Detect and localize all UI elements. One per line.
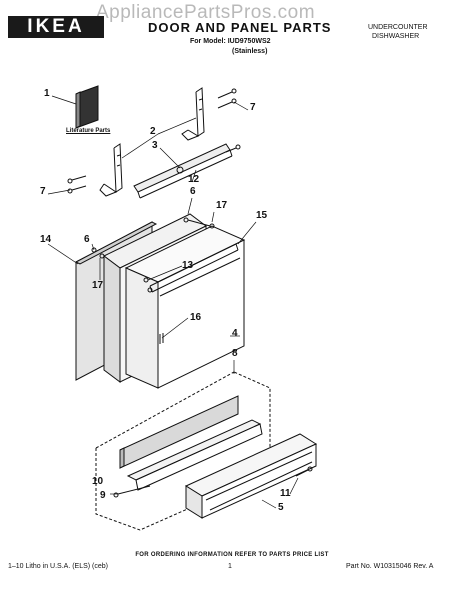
fastener-top-icon: [183, 217, 215, 229]
model-number: For Model: IUD9750WS2: [190, 38, 271, 45]
panel-clip-icon: [159, 333, 164, 344]
toe-kick-insulation-icon: [119, 395, 239, 469]
hinge-bracket-left-icon: [99, 143, 123, 197]
toe-kick-bracket-icon: [184, 433, 318, 519]
literature-book-icon: [75, 85, 99, 129]
callout-7-top: 7: [250, 102, 256, 113]
finish-label: (Stainless): [232, 48, 268, 55]
brand-logo: IKEA: [8, 16, 104, 38]
outer-door-panel-icon: [124, 225, 246, 389]
callout-1: 1: [44, 88, 50, 99]
support-bar-icon: [133, 143, 233, 199]
bracket-screw-icon: [295, 466, 313, 477]
callout-6-top: 6: [190, 186, 196, 197]
callout-12: 12: [188, 174, 200, 185]
toe-kick-clip-icon: [113, 485, 151, 498]
literature-parts-label: Literature Parts: [66, 128, 111, 134]
callout-3: 3: [152, 140, 158, 151]
callout-2: 2: [150, 126, 156, 137]
callout-11: 11: [280, 488, 291, 499]
callout-10: 10: [92, 476, 104, 487]
callout-7-left: 7: [40, 186, 46, 197]
category-line-1: UNDERCOUNTER: [368, 24, 428, 31]
callout-17-top: 17: [216, 200, 228, 211]
part-number: Part No. W10315046 Rev. A: [346, 563, 434, 570]
callout-leaders: [47, 95, 299, 509]
door-handle-icon: [149, 243, 239, 293]
category-line-2: DISHWASHER: [372, 33, 420, 40]
callout-16: 16: [190, 312, 202, 323]
page-number: 1: [228, 563, 232, 570]
callout-15: 15: [256, 210, 268, 221]
callout-8: 8: [232, 348, 238, 359]
callout-9: 9: [100, 490, 106, 501]
toe-kick-panel-icon: [126, 419, 263, 491]
watermark: AppliancePartsPros.com: [96, 2, 316, 23]
callout-17-left: 17: [92, 280, 104, 291]
screw-group-top-icon: [217, 88, 237, 109]
screw-bar-right-icon: [225, 144, 241, 153]
callout-4: 4: [232, 328, 238, 339]
page-title: DOOR AND PANEL PARTS: [148, 20, 332, 35]
screw-group-left-icon: [67, 175, 87, 194]
callout-6-left: 6: [84, 234, 90, 245]
fastener-left-icon: [91, 247, 105, 259]
callout-14: 14: [40, 234, 52, 245]
callout-13: 13: [182, 260, 194, 271]
hinge-bracket-right-icon: [181, 87, 205, 141]
litho-info: 1–10 Litho in U.S.A. (ELS) (ceb): [8, 563, 108, 570]
callout-5: 5: [278, 502, 284, 513]
ordering-note: FOR ORDERING INFORMATION REFER TO PARTS …: [135, 552, 329, 558]
